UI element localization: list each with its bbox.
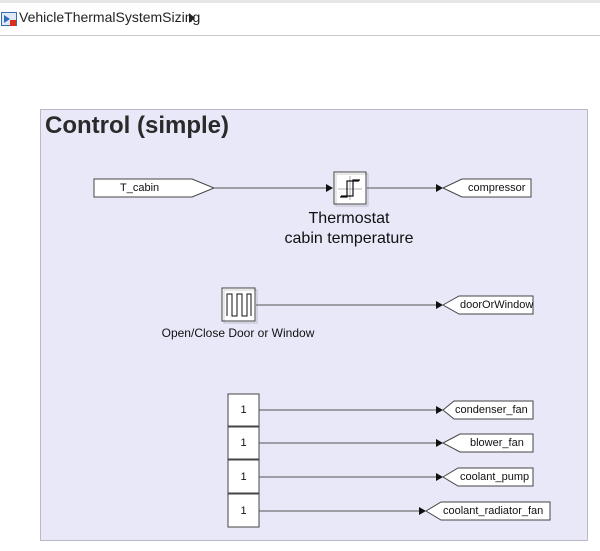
goto-label-coolant-radiator-fan: coolant_radiator_fan bbox=[443, 505, 544, 517]
thermostat-block-label: Thermostat cabin temperature bbox=[270, 209, 428, 249]
constant-value: 1 bbox=[240, 505, 247, 517]
model-toolbar: VehicleThermalSystemSizing bbox=[0, 0, 600, 36]
constant-block[interactable] bbox=[227, 493, 260, 528]
constant-block[interactable] bbox=[227, 459, 260, 494]
arrow-head-compressor bbox=[436, 184, 443, 192]
from-tag-t-cabin[interactable] bbox=[93, 178, 216, 198]
constant-value: 1 bbox=[240, 437, 247, 449]
simulink-model-icon[interactable] bbox=[1, 11, 17, 27]
goto-label-compressor: compressor bbox=[468, 182, 526, 194]
goto-label-door-or-window: doorOrWindow bbox=[460, 299, 534, 311]
goto-label-coolant-pump: coolant_pump bbox=[460, 471, 530, 483]
constant-value: 1 bbox=[240, 471, 247, 483]
constant-block[interactable] bbox=[227, 393, 260, 427]
thermostat-label-line2: cabin temperature bbox=[284, 230, 414, 247]
arrow-head-radiator bbox=[419, 507, 426, 515]
from-tag-label-t-cabin: T_cabin bbox=[120, 182, 160, 194]
constant-value: 1 bbox=[240, 404, 247, 416]
area-title: Control (simple) bbox=[45, 112, 229, 139]
arrow-head-door bbox=[436, 301, 443, 309]
pulse-generator-block[interactable] bbox=[221, 287, 258, 324]
breadcrumb-expand-arrow-icon[interactable] bbox=[189, 13, 195, 23]
goto-tag-condenser-fan[interactable] bbox=[442, 400, 534, 420]
goto-tag-coolant-radiator-fan[interactable] bbox=[425, 501, 551, 521]
goto-tag-compressor[interactable] bbox=[441, 178, 532, 198]
breadcrumb-model[interactable]: VehicleThermalSystemSizing bbox=[19, 9, 201, 25]
toolbar-top-border bbox=[0, 0, 600, 3]
goto-tag-door-or-window[interactable] bbox=[441, 295, 534, 315]
pulse-generator-label: Open/Close Door or Window bbox=[161, 326, 315, 340]
arrow-head-blower bbox=[436, 439, 443, 447]
arrow-head-pump bbox=[436, 473, 443, 481]
goto-label-condenser-fan: condenser_fan bbox=[455, 404, 528, 416]
thermostat-label-line1: Thermostat bbox=[308, 210, 390, 227]
goto-label-blower-fan: blower_fan bbox=[470, 437, 524, 449]
goto-tag-blower-fan[interactable] bbox=[441, 433, 534, 453]
arrow-head-condenser bbox=[436, 406, 443, 414]
arrow-head-thermostat bbox=[326, 184, 333, 192]
thermostat-relay-block[interactable] bbox=[333, 171, 369, 207]
goto-tag-coolant-pump[interactable] bbox=[442, 467, 534, 487]
